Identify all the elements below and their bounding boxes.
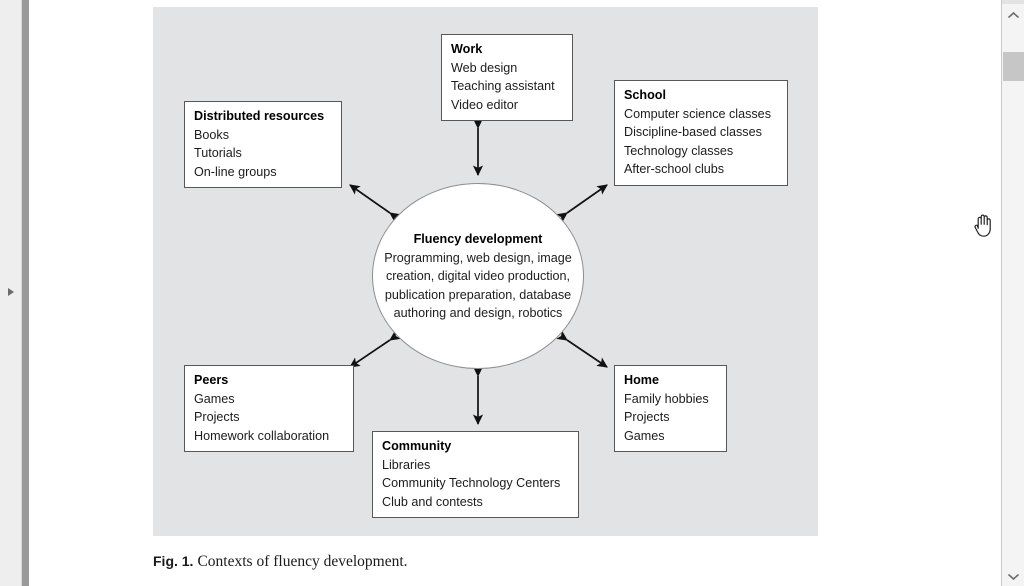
node-title: Peers xyxy=(194,373,229,387)
node-item: On-line groups xyxy=(194,164,277,179)
node-item: After-school clubs xyxy=(624,162,725,177)
node-title: Work xyxy=(451,42,483,56)
triangle-right-icon[interactable] xyxy=(5,286,17,298)
node-item: Projects xyxy=(624,410,670,425)
center-node-body: Programming, web design, image creation,… xyxy=(384,251,572,320)
scrollbar-thumb[interactable] xyxy=(1003,52,1024,81)
node-item: Libraries xyxy=(382,457,431,472)
node-item: Games xyxy=(194,391,235,406)
chevron-down-icon[interactable] xyxy=(1002,566,1024,586)
node-title: Community xyxy=(382,439,452,453)
node-item: Video editor xyxy=(451,97,518,112)
node-item: Club and contests xyxy=(382,494,483,509)
node-item: Web design xyxy=(451,60,518,75)
node-box-work[interactable]: Work Web design Teaching assistant Video… xyxy=(441,34,573,122)
document-page: Fluency development Programming, web des… xyxy=(29,0,1001,586)
node-item: Community Technology Centers xyxy=(382,476,561,491)
chevron-up-icon[interactable] xyxy=(1002,5,1024,25)
node-item: Family hobbies xyxy=(624,391,709,406)
node-box-school[interactable]: School Computer science classes Discipli… xyxy=(614,80,788,186)
node-item: Projects xyxy=(194,410,240,425)
sidebar-panel xyxy=(0,0,22,586)
node-item: Teaching assistant xyxy=(451,79,555,94)
figure-caption: Fig. 1.Contexts of fluency development. xyxy=(153,553,408,571)
node-box-distributed-resources[interactable]: Distributed resources Books Tutorials On… xyxy=(184,101,342,189)
node-box-home[interactable]: Home Family hobbies Projects Games xyxy=(614,365,727,453)
figure-caption-text: Contexts of fluency development. xyxy=(197,553,408,570)
vertical-scrollbar[interactable] xyxy=(1001,0,1024,586)
node-title: Distributed resources xyxy=(194,109,325,123)
center-node-fluency-development[interactable]: Fluency development Programming, web des… xyxy=(372,183,584,369)
scrollbar-top-cap xyxy=(1002,0,1024,4)
node-title: Home xyxy=(624,373,659,387)
node-item: Homework collaboration xyxy=(194,428,330,443)
node-item: Tutorials xyxy=(194,146,242,161)
node-item: Computer science classes xyxy=(624,106,771,121)
center-node-title: Fluency development xyxy=(413,231,543,246)
node-item: Games xyxy=(624,428,665,443)
node-item: Discipline-based classes xyxy=(624,125,762,140)
node-item: Technology classes xyxy=(624,143,734,158)
node-box-community[interactable]: Community Libraries Community Technology… xyxy=(372,431,579,519)
node-box-peers[interactable]: Peers Games Projects Homework collaborat… xyxy=(184,365,354,453)
sidebar-splitter[interactable] xyxy=(22,0,29,586)
figure-caption-label: Fig. 1. xyxy=(153,553,194,569)
node-item: Books xyxy=(194,127,230,142)
node-title: School xyxy=(624,88,666,102)
figure-image: Fluency development Programming, web des… xyxy=(153,7,818,536)
